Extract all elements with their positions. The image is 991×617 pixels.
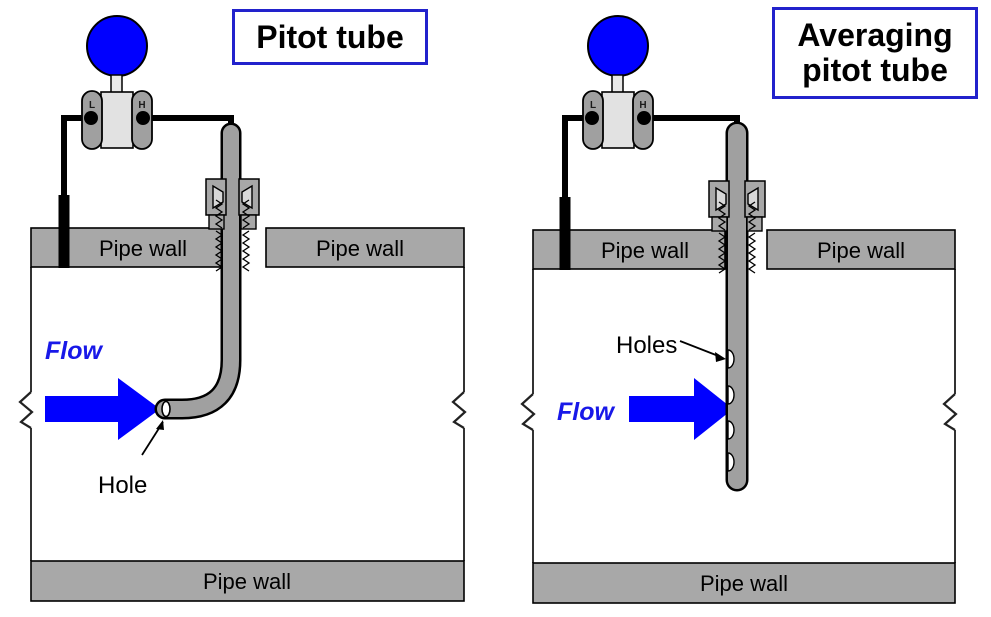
pipe-wall-top-right: Pipe wall bbox=[766, 229, 956, 270]
pipe-wall-label-bottom: Pipe wall bbox=[203, 569, 291, 594]
panel-title-averaging-pitot-tube: Averaging pitot tube bbox=[772, 7, 978, 99]
panel-title-pitot-tube: Pitot tube bbox=[232, 9, 428, 65]
flow-label-right: Flow bbox=[557, 398, 614, 426]
probe-hole-opening bbox=[161, 400, 171, 418]
flow-arrow bbox=[629, 378, 733, 440]
panel-title-text: Averaging pitot tube bbox=[797, 17, 953, 88]
holes-annotation-leader bbox=[679, 340, 726, 362]
pipe-wall-bottom: Pipe wall bbox=[30, 560, 465, 602]
pipe-wall-bottom: Pipe wall bbox=[532, 562, 956, 604]
pitot-tube-panel: Pipe wall Pipe wall Pipe wall bbox=[18, 15, 467, 602]
averaging-pitot-tube-panel: Pipe wall Pipe wall Pipe wall bbox=[520, 15, 958, 604]
pipe-wall-label-top-left: Pipe wall bbox=[601, 238, 689, 263]
impulse-lines bbox=[559, 115, 740, 270]
break-mark-right bbox=[451, 391, 467, 429]
pipe-interior-left bbox=[30, 267, 465, 561]
averaging-probe bbox=[725, 121, 749, 492]
break-mark-left bbox=[520, 393, 536, 431]
hole-label: Hole bbox=[98, 472, 148, 499]
transmitter-head-icon bbox=[86, 15, 148, 77]
transmitter: L H bbox=[81, 15, 153, 150]
fitting-threads-right bbox=[241, 199, 251, 272]
low-port-label: L bbox=[89, 100, 95, 111]
pitot-probe bbox=[154, 122, 242, 420]
transmitter-head-icon bbox=[587, 15, 649, 77]
pipe-wall-label-top-right: Pipe wall bbox=[817, 238, 905, 263]
impulse-lines bbox=[58, 115, 234, 268]
panel-title-text: Pitot tube bbox=[256, 18, 404, 55]
transmitter: L H bbox=[582, 15, 654, 150]
fitting-threads-left bbox=[214, 199, 224, 272]
low-port-label: L bbox=[590, 100, 596, 111]
hole-annotation-leader bbox=[141, 420, 164, 456]
fitting-threads-left bbox=[717, 201, 727, 274]
fitting-threads-right bbox=[747, 201, 757, 274]
high-port-label: H bbox=[138, 100, 145, 111]
flow-arrow bbox=[45, 378, 160, 440]
high-port-label: H bbox=[639, 100, 646, 111]
pipe-wall-top-right: Pipe wall bbox=[265, 227, 465, 268]
holes-label: Holes bbox=[616, 332, 678, 359]
probe-holes bbox=[727, 349, 735, 472]
pipe-interior-right bbox=[532, 269, 956, 563]
compression-fitting bbox=[708, 180, 766, 274]
break-mark-left bbox=[18, 391, 34, 429]
flow-label-left: Flow bbox=[45, 337, 102, 365]
break-mark-right bbox=[942, 393, 958, 431]
pipe-wall-label-bottom: Pipe wall bbox=[700, 571, 788, 596]
pipe-wall-label-top-left: Pipe wall bbox=[99, 236, 187, 261]
compression-fitting bbox=[205, 178, 260, 272]
pipe-wall-label-top-right: Pipe wall bbox=[316, 236, 404, 261]
